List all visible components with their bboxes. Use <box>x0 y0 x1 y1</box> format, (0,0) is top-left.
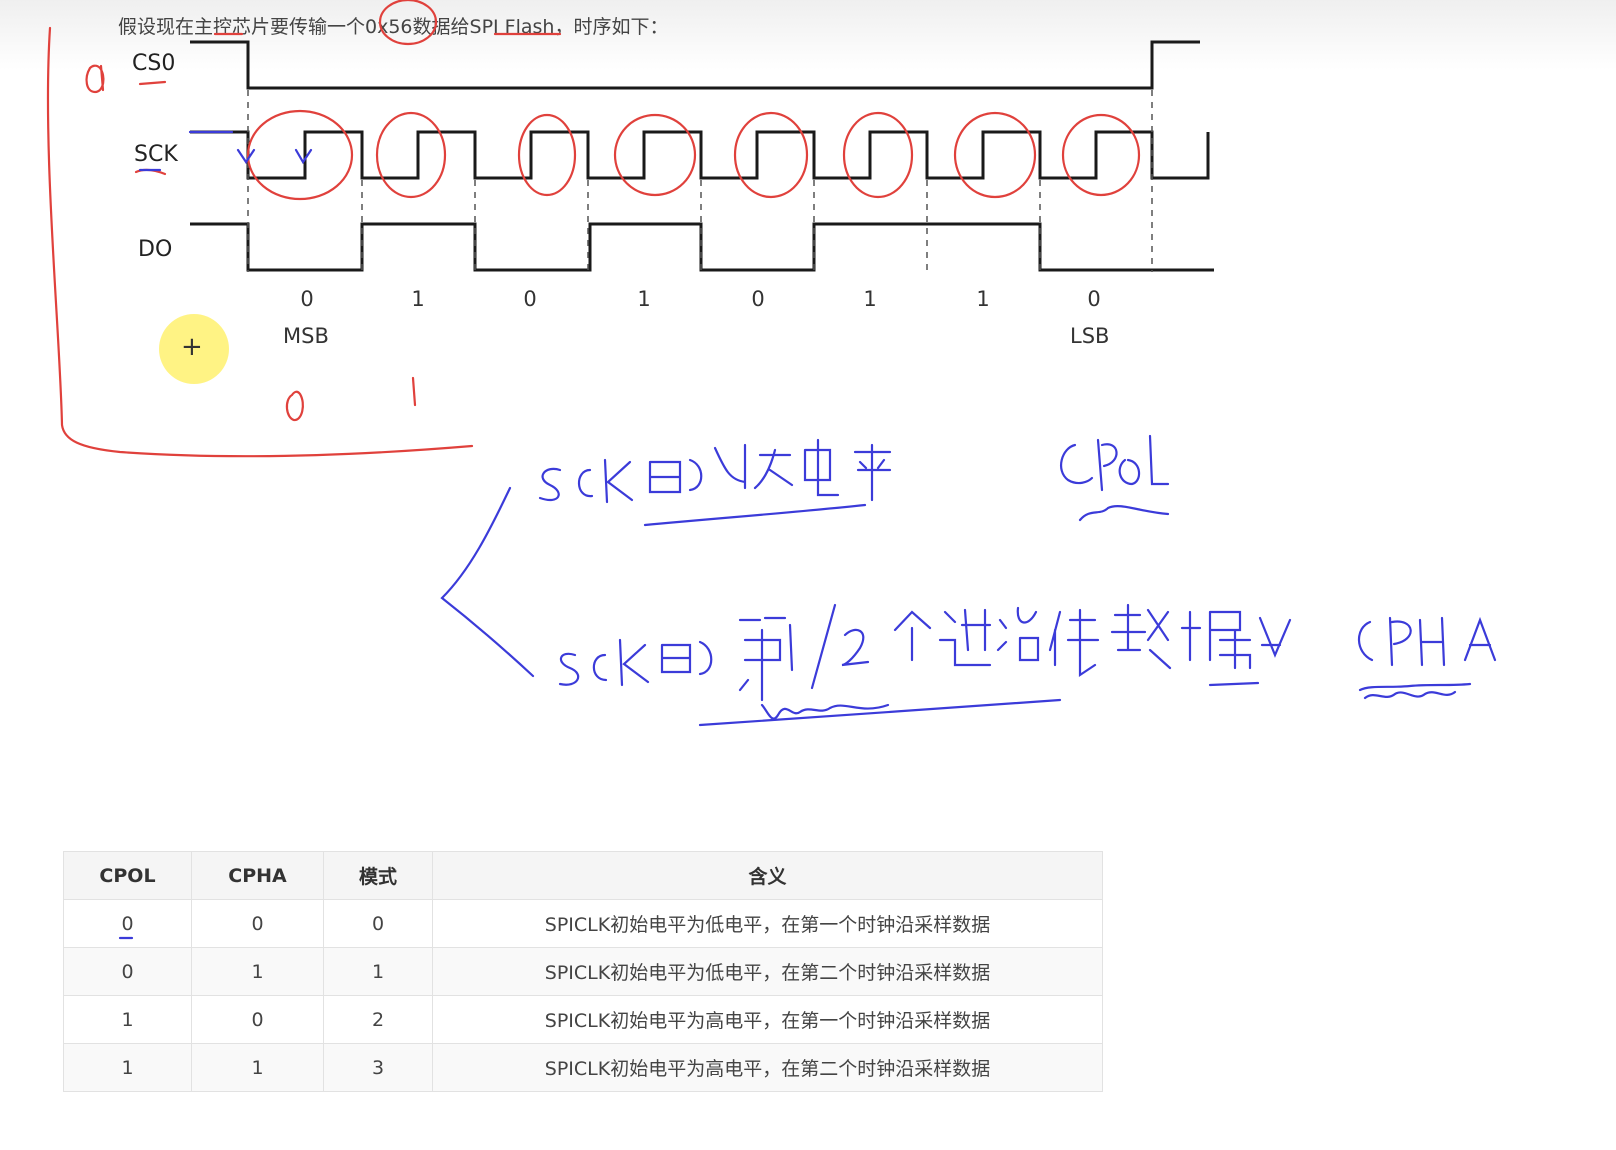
cell-mode: 2 <box>323 995 433 1044</box>
cell-cpha: 1 <box>191 947 324 996</box>
bit-label: 1 <box>637 287 651 311</box>
cell-meaning: SPICLK初始电平为低电平，在第二个时钟沿采样数据 <box>432 947 1103 996</box>
bit-label: 0 <box>523 287 537 311</box>
cell-meaning: SPICLK初始电平为高电平，在第二个时钟沿采样数据 <box>432 1043 1103 1092</box>
msb-label: MSB <box>283 324 329 348</box>
cs0-waveform <box>190 40 1200 90</box>
cell-mode: 3 <box>323 1043 433 1092</box>
col-header-cpol: CPOL <box>63 851 192 900</box>
cell-cpol: 0 <box>63 899 192 948</box>
blue-ink <box>100 130 1497 940</box>
cell-meaning: SPICLK初始电平为低电平，在第一个时钟沿采样数据 <box>432 899 1103 948</box>
cs0-label: CS0 <box>132 51 176 76</box>
bit-label: 0 <box>751 287 765 311</box>
bit-label: 1 <box>411 287 425 311</box>
cell-cpha: 0 <box>191 995 324 1044</box>
top-bar <box>0 0 1616 70</box>
sck-label: SCK <box>134 142 178 167</box>
do-waveform <box>190 222 1214 272</box>
intro-text: 假设现在主控芯片要传输一个0x56数据给SPI Flash，时序如下： <box>118 16 669 38</box>
cell-cpol: 0 <box>63 947 192 996</box>
bit-boundaries <box>247 90 1153 272</box>
bit-label: 0 <box>300 287 314 311</box>
cell-cpol: 1 <box>63 995 192 1044</box>
cell-cpol: 1 <box>63 1043 192 1092</box>
col-header-mode: 模式 <box>323 851 433 900</box>
bit-label: 1 <box>863 287 877 311</box>
table-header-row: CPOL CPHA 模式 含义 <box>63 851 1103 900</box>
bit-label: 1 <box>976 287 990 311</box>
cell-cpha: 1 <box>191 1043 324 1092</box>
cursor-highlight: + <box>159 314 229 384</box>
table-row: 0 1 1 SPICLK初始电平为低电平，在第二个时钟沿采样数据 <box>63 947 1103 996</box>
red-ink <box>46 0 1141 458</box>
cell-mode: 0 <box>323 899 433 948</box>
cell-meaning: SPICLK初始电平为高电平，在第一个时钟沿采样数据 <box>432 995 1103 1044</box>
cell-mode: 1 <box>323 947 433 996</box>
table-row: 1 0 2 SPICLK初始电平为高电平，在第一个时钟沿采样数据 <box>63 995 1103 1044</box>
col-header-cpha: CPHA <box>191 851 324 900</box>
table-row: 1 1 3 SPICLK初始电平为高电平，在第二个时钟沿采样数据 <box>63 1043 1103 1092</box>
bit-label: 0 <box>1087 287 1101 311</box>
col-header-meaning: 含义 <box>432 851 1103 900</box>
do-label: DO <box>138 237 173 262</box>
crosshair-icon: + <box>181 332 203 362</box>
table-row: 0 0 0 SPICLK初始电平为低电平，在第一个时钟沿采样数据 <box>63 899 1103 948</box>
lsb-label: LSB <box>1070 324 1110 348</box>
cell-cpha: 0 <box>191 899 324 948</box>
sck-waveform <box>190 130 1210 180</box>
spi-mode-table: CPOL CPHA 模式 含义 0 0 0 SPICLK初始电平为低电平，在第一… <box>63 851 1103 1092</box>
